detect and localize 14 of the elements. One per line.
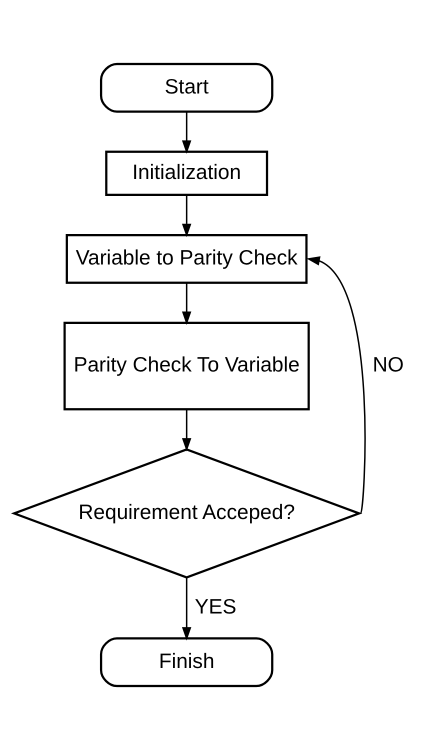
node-box: Parity Check To Variable — [64, 322, 310, 410]
node-box: Finish — [100, 637, 274, 688]
arrow — [182, 578, 192, 641]
node-diamond: Requirement Acceped? — [10, 448, 362, 579]
node-box: Start — [100, 62, 274, 113]
edge-label: YES — [194, 595, 236, 618]
arrow — [182, 195, 192, 238]
arrow — [182, 112, 192, 154]
arrow — [306, 256, 366, 514]
node-box: Variable to Parity Check — [66, 234, 308, 284]
arrow — [182, 409, 192, 452]
arrow — [182, 283, 192, 325]
node-box: Initialization — [105, 150, 268, 196]
edge-label: NO — [372, 354, 404, 377]
